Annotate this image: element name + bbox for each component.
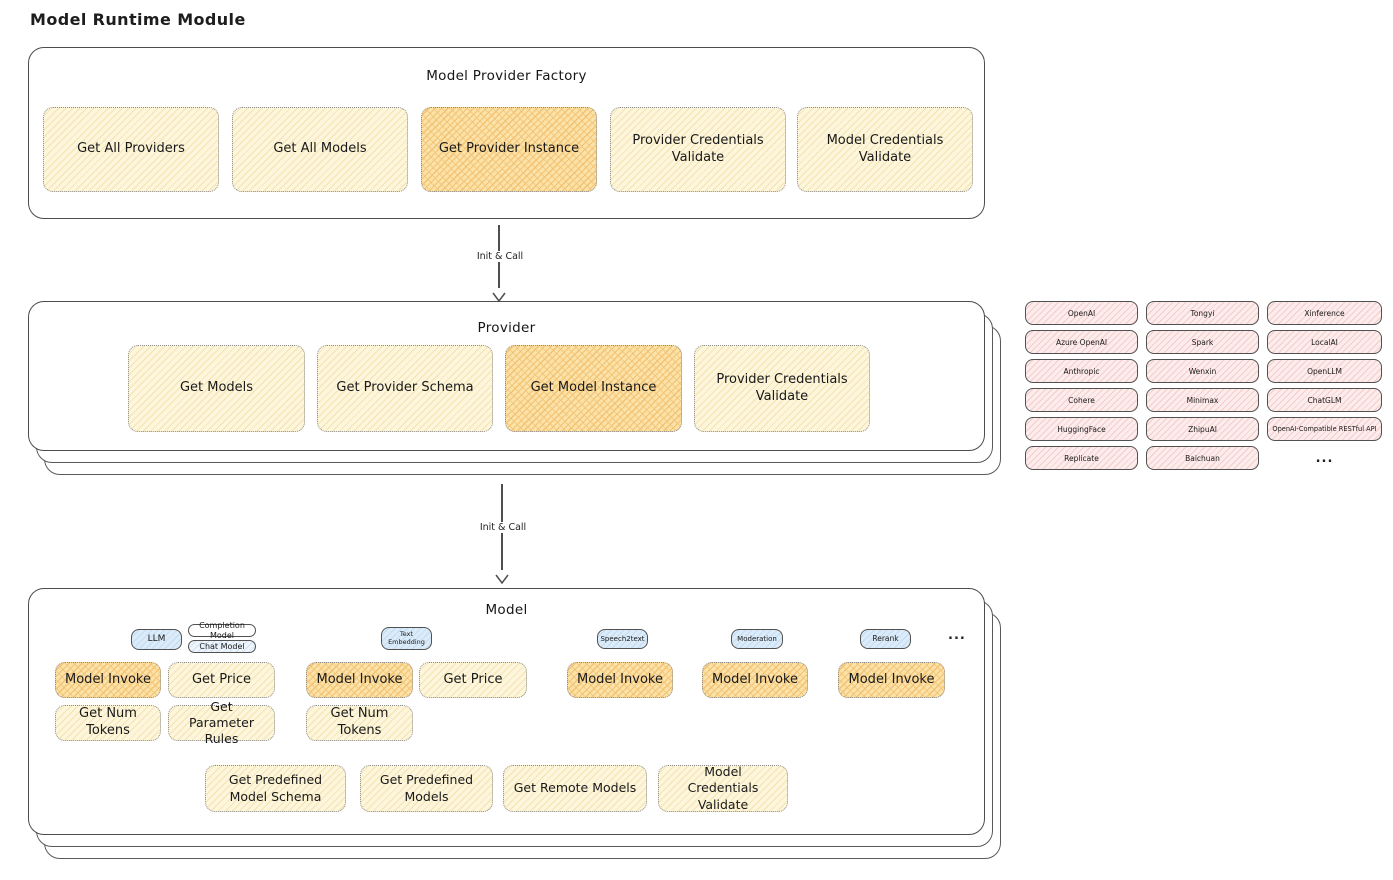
node-model-invoke-text-embedding: Model Invoke — [306, 662, 413, 698]
node-get-num-tokens-llm: Get Num Tokens — [55, 705, 161, 741]
registry-item-spark: Spark — [1146, 330, 1259, 354]
node-provider-credentials-validate-factory: Provider Credentials Validate — [610, 107, 786, 192]
registry-item-cohere: Cohere — [1025, 388, 1138, 412]
registry-item-localai: LocalAI — [1267, 330, 1382, 354]
registry-item-chatglm: ChatGLM — [1267, 388, 1382, 412]
arrow-provider-to-model-head — [494, 569, 510, 588]
registry-item-baichuan: Baichuan — [1146, 446, 1259, 470]
node-get-remote-models: Get Remote Models — [503, 765, 647, 812]
page-title: Model Runtime Module — [30, 10, 246, 29]
node-model-invoke-speech2text: Model Invoke — [567, 662, 673, 698]
arrow-provider-to-model-label: Init & Call — [475, 522, 531, 533]
registry-item-replicate: Replicate — [1025, 446, 1138, 470]
tag-llm: LLM — [131, 629, 182, 650]
node-get-num-tokens-text-embedding: Get Num Tokens — [306, 705, 413, 741]
node-get-provider-instance: Get Provider Instance — [421, 107, 597, 192]
tag-rerank: Rerank — [860, 629, 911, 649]
model-tags-more-ellipsis: ... — [948, 628, 966, 643]
registry-item-minimax: Minimax — [1146, 388, 1259, 412]
node-provider-credentials-validate-provider: Provider Credentials Validate — [694, 345, 870, 432]
node-model-invoke-moderation: Model Invoke — [702, 662, 808, 698]
registry-item-openllm: OpenLLM — [1267, 359, 1382, 383]
node-get-model-instance: Get Model Instance — [505, 345, 682, 432]
node-get-models: Get Models — [128, 345, 305, 432]
node-get-predefined-models: Get Predefined Models — [360, 765, 493, 812]
factory-section-title: Model Provider Factory — [426, 68, 587, 84]
node-model-invoke-llm: Model Invoke — [55, 662, 161, 698]
registry-item-xinference: Xinference — [1267, 301, 1382, 325]
node-get-price-llm: Get Price — [168, 662, 275, 698]
tag-moderation: Moderation — [731, 629, 783, 649]
registry-item-openai-compatible-restful-api: OpenAI-Compatible RESTful API — [1267, 417, 1382, 441]
provider-registry-grid: OpenAI Tongyi Xinference Azure OpenAI Sp… — [1025, 301, 1382, 470]
node-model-credentials-validate-factory: Model Credentials Validate — [797, 107, 973, 192]
registry-item-anthropic: Anthropic — [1025, 359, 1138, 383]
registry-item-zhipuai: ZhipuAI — [1146, 417, 1259, 441]
registry-item-wenxin: Wenxin — [1146, 359, 1259, 383]
tag-speech2text: Speech2text — [597, 629, 648, 649]
tag-chat-model: Chat Model — [188, 640, 256, 653]
registry-item-huggingface: HuggingFace — [1025, 417, 1138, 441]
node-get-predefined-model-schema: Get Predefined Model Schema — [205, 765, 346, 812]
registry-item-openai: OpenAI — [1025, 301, 1138, 325]
node-model-credentials-validate-model: Model Credentials Validate — [658, 764, 788, 812]
registry-more-ellipsis: ... — [1315, 450, 1334, 466]
tag-completion-model: Completion Model — [188, 621, 256, 640]
node-get-provider-schema: Get Provider Schema — [317, 345, 493, 432]
registry-item-azure-openai: Azure OpenAI — [1025, 330, 1138, 354]
node-get-all-providers: Get All Providers — [43, 107, 219, 192]
node-get-all-models: Get All Models — [232, 107, 408, 192]
arrow-factory-to-provider-label: Init & Call — [472, 251, 528, 262]
tag-text-embedding: Text Embedding — [381, 627, 432, 650]
registry-item-tongyi: Tongyi — [1146, 301, 1259, 325]
node-get-price-text-embedding: Get Price — [419, 662, 527, 698]
node-model-invoke-rerank: Model Invoke — [838, 662, 945, 698]
provider-section-title: Provider — [477, 320, 536, 336]
model-section-title: Model — [485, 602, 528, 618]
node-get-parameter-rules: Get Parameter Rules — [168, 699, 275, 746]
